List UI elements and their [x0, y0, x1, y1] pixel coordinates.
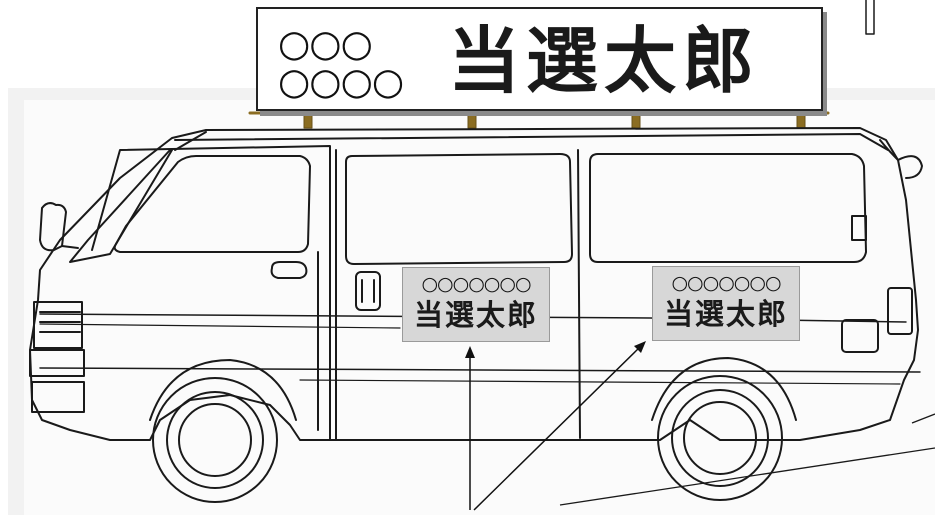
side-sign-left-name: 当選太郎 [413, 298, 538, 332]
side-window-middle [345, 153, 573, 265]
roof-sign-circles-line2: ○○○○ [278, 60, 404, 103]
rear-wheel [651, 357, 797, 501]
front-grille [33, 301, 83, 349]
front-wheel [149, 359, 297, 503]
roof-sign-circles-line1: ○○○ [278, 22, 373, 65]
side-sign-right-circles: ○○○○○○○ [671, 272, 781, 294]
roof-sign-name: 当選太郎 [448, 19, 761, 103]
side-sign-right: ○○○○○○○ 当選太郎 [652, 266, 800, 341]
side-sign-right-name: 当選太郎 [663, 297, 788, 331]
front-door-window [113, 155, 311, 253]
side-mirror [39, 202, 67, 252]
roof-sign-circles: ○○○ ○○○○ [278, 25, 408, 101]
side-sign-left-circles: ○○○○○○○ [421, 273, 531, 295]
side-window-rear [589, 153, 867, 263]
pointer-arrows [465, 341, 646, 511]
van-body-outline [29, 127, 919, 441]
roof-sign: ○○○ ○○○○ 当選太郎 [256, 7, 823, 111]
windshield [69, 149, 173, 263]
side-sign-left: ○○○○○○○ 当選太郎 [402, 267, 550, 342]
